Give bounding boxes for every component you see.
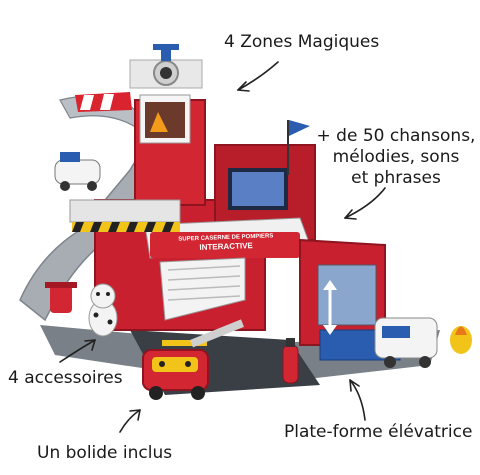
callout-lift-platform: Plate-forme élévatrice [284, 422, 473, 442]
callout-magic-zones: 4 Zones Magiques [224, 32, 380, 52]
callout-songs-line1: + de 50 chansons, [316, 126, 476, 146]
callout-songs: + de 50 chansons, mélodies, sons et phra… [312, 126, 480, 189]
callout-songs-line2: mélodies, sons [332, 147, 460, 167]
callout-songs-line3: et phrases [351, 168, 441, 188]
callout-included-car: Un bolide inclus [37, 443, 173, 463]
callout-accessories: 4 accessoires [8, 368, 123, 388]
